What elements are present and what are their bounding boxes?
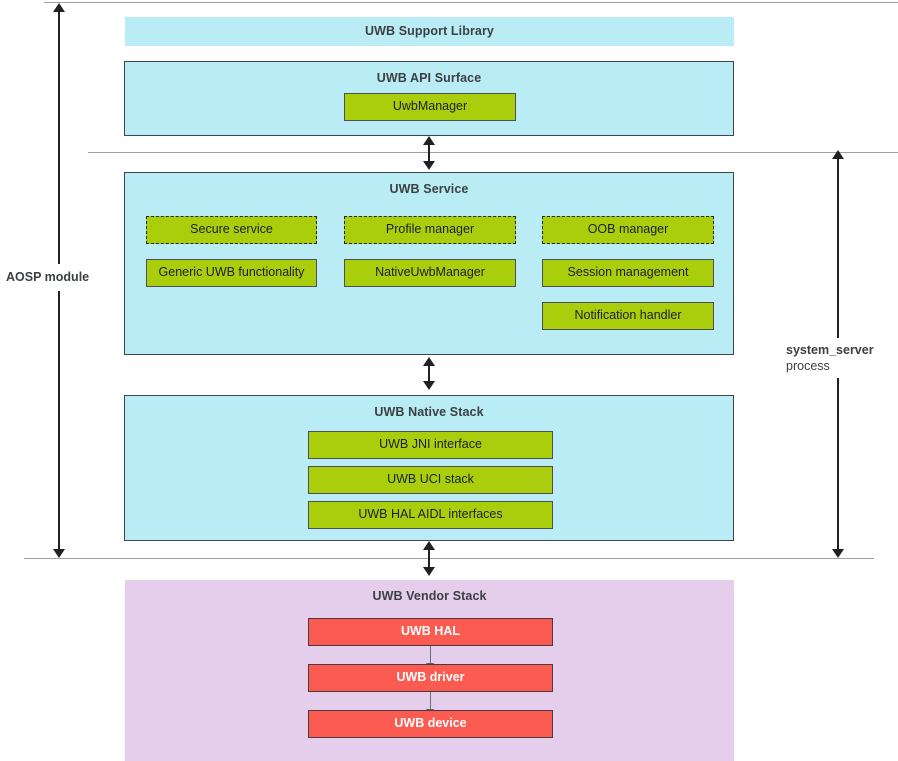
system-server-label-line1: system_server	[786, 343, 874, 357]
chip-uwb-jni-interface[interactable]: UWB JNI interface	[308, 431, 553, 459]
aosp-rail-shaft-lower	[57, 291, 61, 550]
chip-session-management[interactable]: Session management	[542, 259, 714, 287]
chip-uwb-manager[interactable]: UwbManager	[344, 93, 516, 121]
connector-hal-driver-shaft	[429, 646, 432, 664]
aosp-rail-shaft-upper	[57, 11, 61, 264]
chip-profile-manager[interactable]: Profile manager	[344, 216, 516, 244]
chip-session-management-label: Session management	[567, 265, 689, 280]
connector-service-native-shaft	[427, 365, 431, 382]
layer-native-stack: UWB Native Stack UWB JNI interface UWB U…	[124, 395, 734, 541]
chip-notification-handler-label: Notification handler	[574, 308, 682, 323]
chip-uwb-hal-aidl-interfaces-label: UWB HAL AIDL interfaces	[358, 507, 503, 522]
chip-uwb-driver[interactable]: UWB driver	[308, 664, 553, 692]
layer-api-surface-title: UWB API Surface	[376, 71, 482, 85]
chip-generic-uwb-functionality-label: Generic UWB functionality	[158, 265, 305, 280]
aosp-module-label: AOSP module	[6, 270, 89, 286]
system-server-rail-shaft-lower	[836, 378, 840, 550]
chip-uwb-hal[interactable]: UWB HAL	[308, 618, 553, 646]
chip-profile-manager-label: Profile manager	[385, 222, 475, 237]
scope-rule-top	[44, 2, 898, 4]
layer-support-library: UWB Support Library	[125, 17, 734, 46]
layer-support-library-title: UWB Support Library	[365, 24, 494, 38]
chip-uwb-hal-label: UWB HAL	[400, 624, 460, 639]
layer-vendor-stack-title: UWB Vendor Stack	[372, 589, 487, 603]
chip-native-uwb-manager[interactable]: NativeUwbManager	[344, 259, 516, 287]
system-server-rail-shaft-upper	[836, 158, 840, 338]
chip-uwb-device[interactable]: UWB device	[308, 710, 553, 738]
connector-driver-device-shaft	[429, 692, 432, 710]
chip-oob-manager[interactable]: OOB manager	[542, 216, 714, 244]
chip-secure-service-label: Secure service	[190, 222, 273, 237]
connector-api-service-arrow-up	[423, 136, 435, 145]
chip-uwb-hal-aidl-interfaces[interactable]: UWB HAL AIDL interfaces	[308, 501, 553, 529]
chip-uwb-manager-label: UwbManager	[392, 99, 468, 114]
scope-rule-bottom	[24, 558, 874, 560]
system-server-process-label: system_server process	[786, 343, 874, 374]
chip-uwb-uci-stack-label: UWB UCI stack	[387, 472, 474, 487]
layer-vendor-stack: UWB Vendor Stack UWB HAL UWB driver UWB …	[125, 580, 734, 761]
aosp-rail-arrow-up	[53, 3, 65, 12]
connector-native-vendor-arrow-down	[423, 567, 435, 576]
system-server-label-line2: process	[786, 358, 830, 373]
connector-native-vendor-arrow-up	[423, 541, 435, 550]
layer-uwb-service: UWB Service Secure service Profile manag…	[124, 172, 734, 355]
connector-api-service-shaft	[427, 144, 431, 162]
chip-secure-service[interactable]: Secure service	[146, 216, 317, 244]
layer-api-surface: UWB API Surface UwbManager	[124, 61, 734, 136]
system-server-rail-arrow-down	[832, 549, 844, 558]
connector-native-vendor-shaft	[427, 549, 431, 568]
chip-notification-handler[interactable]: Notification handler	[542, 302, 714, 330]
scope-rule-api-service	[88, 152, 898, 154]
layer-native-stack-title: UWB Native Stack	[374, 405, 484, 419]
connector-service-native-arrow-up	[423, 357, 435, 366]
aosp-module-label-text: AOSP module	[6, 270, 90, 284]
chip-generic-uwb-functionality[interactable]: Generic UWB functionality	[146, 259, 317, 287]
layer-uwb-service-title: UWB Service	[389, 182, 469, 196]
chip-native-uwb-manager-label: NativeUwbManager	[375, 265, 485, 280]
chip-uwb-driver-label: UWB driver	[396, 670, 465, 685]
aosp-rail-arrow-down	[53, 549, 65, 558]
connector-service-native-arrow-down	[423, 381, 435, 390]
system-server-rail-arrow-up	[832, 150, 844, 159]
chip-uwb-jni-interface-label: UWB JNI interface	[379, 437, 482, 452]
chip-uwb-device-label: UWB device	[394, 716, 467, 731]
chip-oob-manager-label: OOB manager	[587, 222, 669, 237]
connector-api-service-arrow-down	[423, 161, 435, 170]
chip-uwb-uci-stack[interactable]: UWB UCI stack	[308, 466, 553, 494]
